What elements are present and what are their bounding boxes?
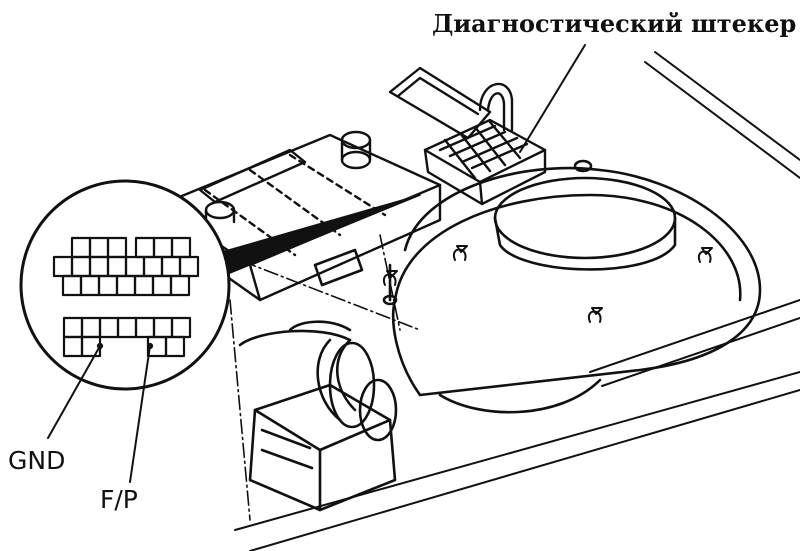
gnd-pin-label: GND [8,446,66,475]
connector-upper-pinout [52,236,200,297]
diagnostic-connector-box [388,66,547,206]
fp-leader-line [129,345,151,483]
diagnostic-connector-label: Диагностический штекер [432,9,797,38]
fender-lines [234,51,800,551]
air-cleaner-housing [382,159,762,414]
hoses-and-components [238,248,398,512]
connector-leader-line [519,44,586,153]
fp-pin-label: F/P [100,485,138,514]
magnified-connector-view [19,179,421,483]
gnd-leader-line [47,345,101,439]
